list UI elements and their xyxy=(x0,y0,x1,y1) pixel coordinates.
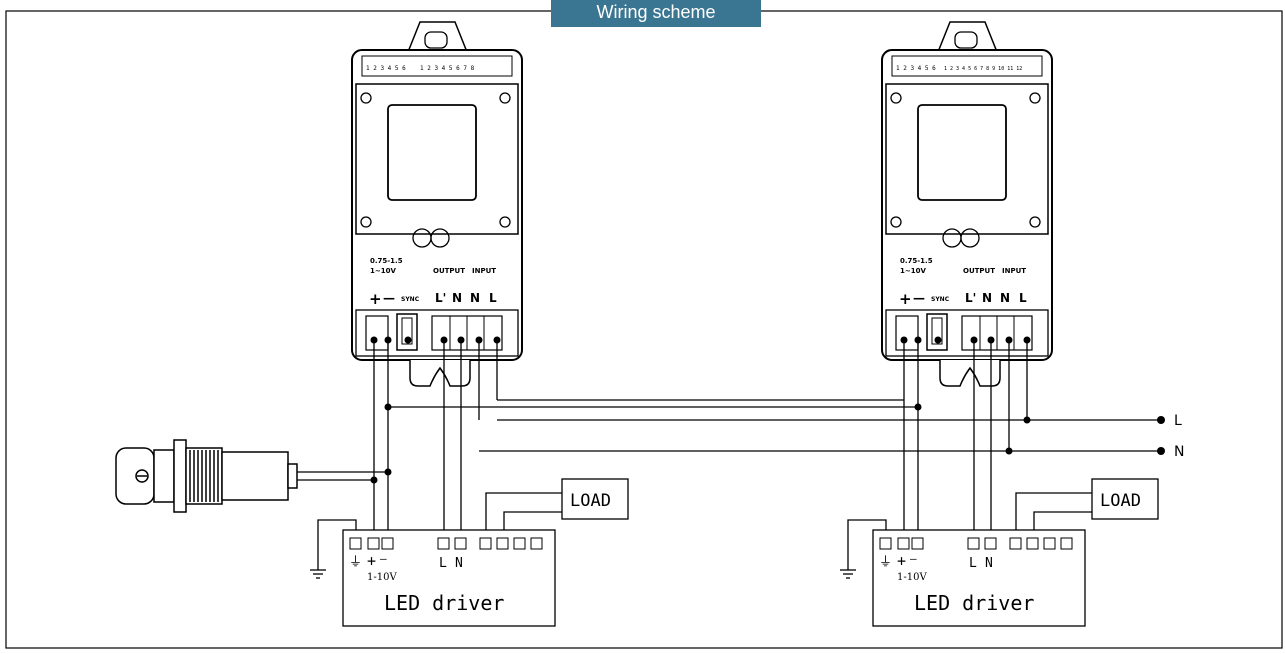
driver-plus-label: + xyxy=(367,552,376,570)
driver-minus-label-2: — xyxy=(910,552,917,565)
diagram-title: Wiring scheme xyxy=(551,0,761,27)
driver-l-label-2: L xyxy=(969,556,977,571)
terminal-sync-label: SYNC xyxy=(401,296,420,303)
terminal-l-input-label: L xyxy=(489,291,497,305)
driver-title-2: LED driver xyxy=(914,591,1034,615)
outer-border xyxy=(5,10,1283,649)
led-driver-2: ⏚ + — 1-10V L N LED driver xyxy=(872,529,1086,627)
sensor-unit-1: 1 2 3 4 5 6 1 2 3 4 5 6 7 8 0.75-1.5 1~1… xyxy=(351,21,523,387)
driver-title: LED driver xyxy=(384,591,504,615)
load-label-2: LOAD xyxy=(1100,491,1141,511)
terminal-minus-label-2: — xyxy=(913,291,925,305)
load-2: LOAD xyxy=(1091,478,1159,520)
driver-n-label: N xyxy=(455,556,463,571)
sensor-unit-2: 1 2 3 4 5 6 1 2 3 4 5 6 7 8 9 10 11 12 0… xyxy=(881,21,1053,387)
ground-symbol-1 xyxy=(310,569,326,579)
output-label-2: OUTPUT xyxy=(963,267,995,275)
input-label: INPUT xyxy=(472,267,496,275)
terminal-n-input-label: N xyxy=(470,291,480,305)
terminal-n-output-label-2: N xyxy=(982,291,992,305)
junction-dots xyxy=(370,336,1165,484)
driver-plus-label-2: + xyxy=(897,552,906,570)
mains-n-label: N xyxy=(1174,444,1184,460)
terminal-plus-label: + xyxy=(369,290,382,308)
led-driver-1: ⏚ + — 1-10V L N LED driver xyxy=(342,529,556,627)
input-label-2: INPUT xyxy=(1002,267,1026,275)
driver-dim-label: 1-10V xyxy=(367,572,397,583)
terminal-n-output-label: N xyxy=(452,291,462,305)
driver-ground-label: ⏚ xyxy=(349,555,362,570)
dip-switch-label-c-2: 1 2 3 4 5 6 7 8 9 10 11 12 xyxy=(944,66,1022,72)
dim-label-2: 1~10V xyxy=(900,267,926,275)
dim-label: 1~10V xyxy=(370,267,396,275)
dip-switch-label-a: 1 2 3 4 5 6 xyxy=(366,65,406,72)
driver-l-label: L xyxy=(439,556,447,571)
ground-symbol-2 xyxy=(840,569,856,579)
sensor-probe xyxy=(115,439,298,513)
wire-spec-label-2: 0.75-1.5 xyxy=(900,257,933,265)
dip-switch-label-a-2: 1 2 3 4 5 6 xyxy=(896,65,936,72)
wiring xyxy=(297,338,1160,570)
terminal-plus-label-2: + xyxy=(899,290,912,308)
terminal-sync-label-2: SYNC xyxy=(931,296,950,303)
load-label-1: LOAD xyxy=(570,491,611,511)
terminal-minus-label: — xyxy=(383,291,395,305)
driver-minus-label: — xyxy=(380,552,387,565)
terminal-l-input-label-2: L xyxy=(1019,291,1027,305)
driver-n-label-2: N xyxy=(985,556,993,571)
load-1: LOAD xyxy=(561,478,629,520)
wire-spec-label: 0.75-1.5 xyxy=(370,257,403,265)
mains-l-label: L xyxy=(1174,413,1182,429)
terminal-n-input-label-2: N xyxy=(1000,291,1010,305)
dip-switch-label-b: 1 2 3 4 5 6 7 8 xyxy=(420,65,475,72)
driver-ground-label-2: ⏚ xyxy=(879,555,892,570)
output-label: OUTPUT xyxy=(433,267,465,275)
terminal-lprime-label: L' xyxy=(435,291,446,305)
terminal-lprime-label-2: L' xyxy=(965,291,976,305)
driver-dim-label-2: 1-10V xyxy=(897,572,927,583)
